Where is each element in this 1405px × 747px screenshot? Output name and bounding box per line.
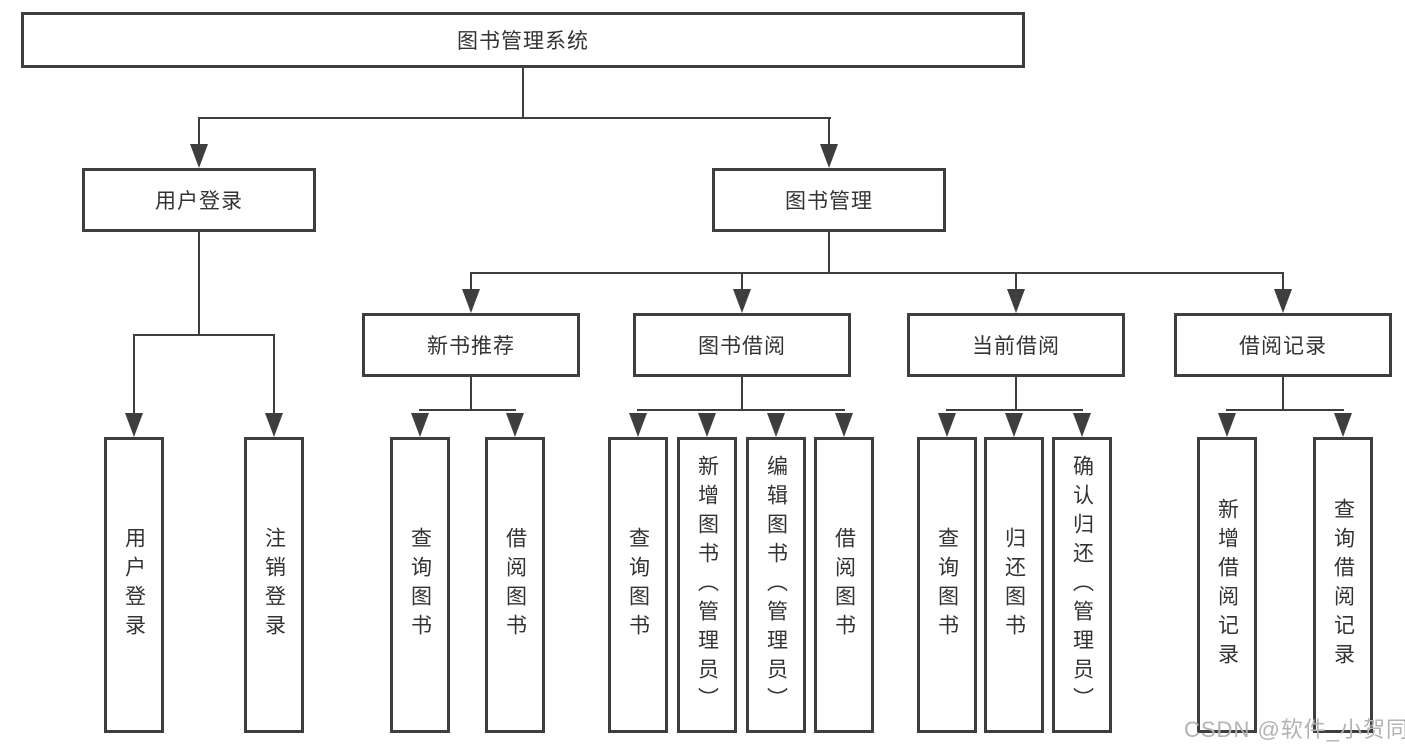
arrow-down-icon: [1005, 413, 1023, 437]
leaf-label: 新增借阅记录: [1215, 498, 1239, 672]
leaf-label: 查询图书: [408, 527, 432, 643]
leaf-label: 借阅图书: [503, 527, 527, 643]
leaf-label: 查询图书: [626, 527, 650, 643]
arrow-down-icon: [1274, 289, 1292, 313]
node-leaf-add-borrow-record: 新增借阅记录: [1197, 437, 1257, 733]
node-leaf-logout: 注销登录: [244, 437, 304, 733]
leaf-label: 查询借阅记录: [1331, 498, 1355, 672]
connector-drop-section: [469, 272, 473, 290]
node-leaf-query-books-a: 查询图书: [390, 437, 450, 733]
connector-sectionC-bar: [946, 408, 1083, 411]
arrow-down-icon: [1007, 289, 1025, 313]
node-current-borrow: 当前借阅: [907, 313, 1125, 377]
arrow-down-icon: [698, 413, 716, 437]
connector-drop-leaf: [272, 334, 276, 414]
arrow-down-icon: [462, 289, 480, 313]
connector-user-login-stem: [197, 230, 201, 335]
leaf-label: 查询图书: [935, 527, 959, 643]
arrow-down-icon: [767, 413, 785, 437]
leaf-label: 新增图书（管理员）: [695, 454, 719, 716]
node-root-system: 图书管理系统: [21, 12, 1025, 68]
node-new-book-recommend: 新书推荐: [362, 313, 580, 377]
connector-root-trunk: [521, 66, 525, 118]
node-leaf-borrow-books-a: 借阅图书: [485, 437, 545, 733]
connector-sectionD-bar: [1226, 408, 1344, 411]
leaf-label: 注销登录: [262, 527, 286, 643]
node-user-login: 用户登录: [82, 168, 316, 232]
connector-sectionB-bar: [637, 408, 845, 411]
node-leaf-user-login: 用户登录: [104, 437, 164, 733]
node-book-management: 图书管理: [712, 168, 946, 232]
arrow-down-icon: [190, 144, 208, 168]
node-leaf-query-books-b: 查询图书: [608, 437, 668, 733]
connector-sectionB-stem: [740, 375, 744, 411]
connector-sectionC-stem: [1014, 375, 1018, 411]
connector-drop-section: [740, 272, 744, 290]
leaf-label: 用户登录: [122, 527, 146, 643]
connector-drop-section: [1014, 272, 1018, 290]
node-leaf-borrow-books-b: 借阅图书: [814, 437, 874, 733]
node-leaf-add-book-admin: 新增图书（管理员）: [677, 437, 737, 733]
arrow-down-icon: [125, 413, 143, 437]
arrow-down-icon: [820, 144, 838, 168]
arrow-down-icon: [1218, 413, 1236, 437]
connector-sectionA-stem: [469, 375, 473, 411]
connector-user-login-bar: [132, 333, 275, 336]
arrow-down-icon: [506, 413, 524, 437]
leaf-label: 编辑图书（管理员）: [764, 454, 788, 716]
connector-sectionD-stem: [1281, 375, 1285, 411]
connector-drop-user-login: [197, 117, 201, 147]
connector-sectionA-bar: [419, 408, 516, 411]
leaf-label: 确认归还（管理员）: [1070, 454, 1094, 716]
arrow-down-icon: [1334, 413, 1352, 437]
arrow-down-icon: [1073, 413, 1091, 437]
arrow-down-icon: [411, 413, 429, 437]
node-leaf-confirm-return-admin: 确认归还（管理员）: [1052, 437, 1112, 733]
connector-level3-bar: [469, 271, 1284, 274]
connector-drop-book-management: [827, 117, 831, 147]
arrow-down-icon: [938, 413, 956, 437]
arrow-down-icon: [733, 289, 751, 313]
leaf-label: 借阅图书: [832, 527, 856, 643]
arrow-down-icon: [629, 413, 647, 437]
csdn-watermark: CSDN @软件_小贺同学: [1184, 717, 1405, 742]
node-leaf-query-books-c: 查询图书: [917, 437, 977, 733]
connector-book-management-stem: [827, 230, 831, 273]
node-leaf-return-book: 归还图书: [984, 437, 1044, 733]
arrow-down-icon: [265, 413, 283, 437]
connector-drop-section: [1281, 272, 1285, 290]
node-book-borrow: 图书借阅: [633, 313, 851, 377]
connector-drop-leaf: [132, 334, 136, 414]
leaf-label: 归还图书: [1002, 527, 1026, 643]
connector-level1-bar: [198, 116, 831, 119]
node-borrow-records: 借阅记录: [1174, 313, 1392, 377]
arrow-down-icon: [835, 413, 853, 437]
node-leaf-query-borrow-record: 查询借阅记录: [1313, 437, 1373, 733]
node-leaf-edit-book-admin: 编辑图书（管理员）: [746, 437, 806, 733]
